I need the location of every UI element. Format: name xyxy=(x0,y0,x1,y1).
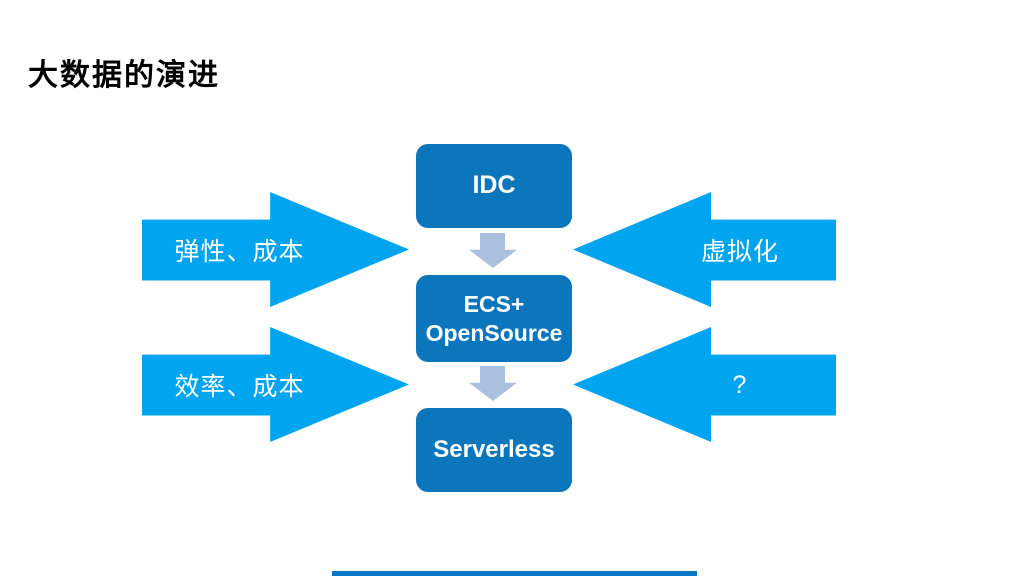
flow-arrow-efficiency-cost: 效率、成本 xyxy=(142,327,409,442)
flow-arrow-label: ? xyxy=(732,370,748,399)
stage-box-idc: IDC xyxy=(416,144,572,228)
stage-box-label: Serverless xyxy=(433,436,555,463)
stage-box-serverless: Serverless xyxy=(416,408,572,492)
flow-arrow-question: ? xyxy=(573,327,836,442)
flow-arrow-label: 弹性、成本 xyxy=(174,238,305,267)
down-arrow-icon xyxy=(469,366,517,401)
flow-arrow-label: 虚拟化 xyxy=(700,238,779,267)
stage-box-label-line1: ECS+ xyxy=(463,290,525,317)
stage-box-label-line2: OpenSource xyxy=(425,319,563,346)
flow-arrow-elasticity-cost: 弹性、成本 xyxy=(142,192,409,307)
flow-arrow-virtualization: 虚拟化 xyxy=(573,192,836,307)
down-arrow-icon xyxy=(469,233,517,268)
slide-title: 大数据的演进 xyxy=(28,59,220,92)
stage-box-ecs-opensource: ECS+ OpenSource xyxy=(416,275,572,362)
flow-arrow-label: 效率、成本 xyxy=(174,373,305,402)
bottom-progress-bar xyxy=(332,571,697,576)
stage-box-label: IDC xyxy=(472,171,516,200)
